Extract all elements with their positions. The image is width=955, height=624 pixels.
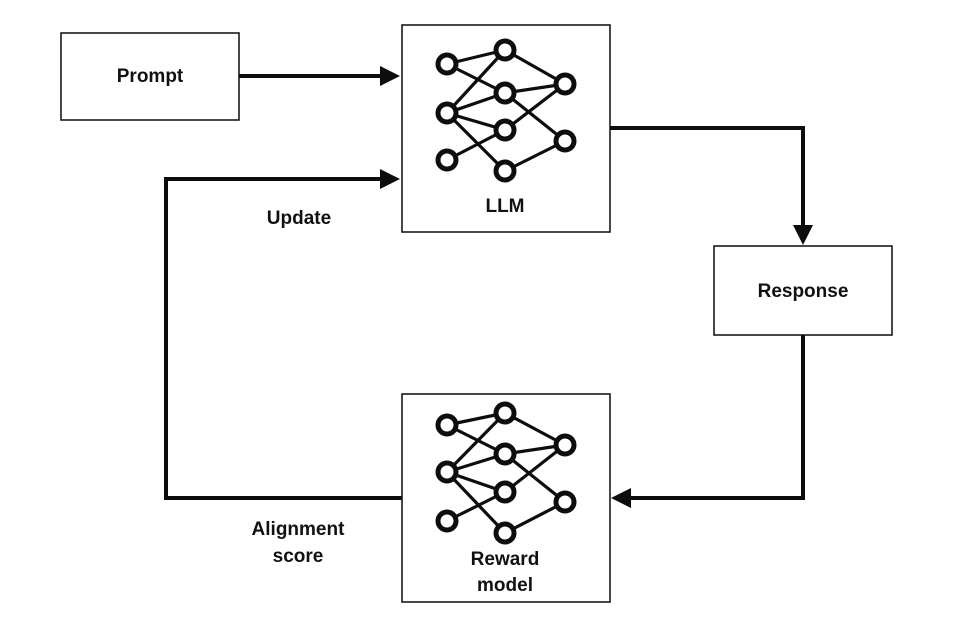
alignment-score-label-line2: score <box>273 546 324 567</box>
llm-label: LLM <box>485 196 524 217</box>
prompt-label: Prompt <box>117 66 184 87</box>
arrow-prompt-to-llm <box>239 66 400 86</box>
neural-network-icon <box>435 38 577 183</box>
update-label: Update <box>267 208 331 229</box>
response-node: Response <box>713 245 893 336</box>
reward-model-label-line1: Reward <box>471 549 540 570</box>
reward-model-node: Reward model <box>401 393 611 603</box>
response-label: Response <box>758 281 849 302</box>
prompt-node: Prompt <box>60 32 240 121</box>
arrow-llm-to-response <box>610 126 813 245</box>
arrow-reward-model-to-llm <box>164 169 402 500</box>
alignment-score-label-line1: Alignment <box>252 519 346 540</box>
reward-model-label-line2: model <box>477 575 533 596</box>
llm-node: LLM <box>401 24 611 233</box>
arrow-response-to-reward-model <box>611 335 805 508</box>
neural-network-icon <box>435 401 577 545</box>
